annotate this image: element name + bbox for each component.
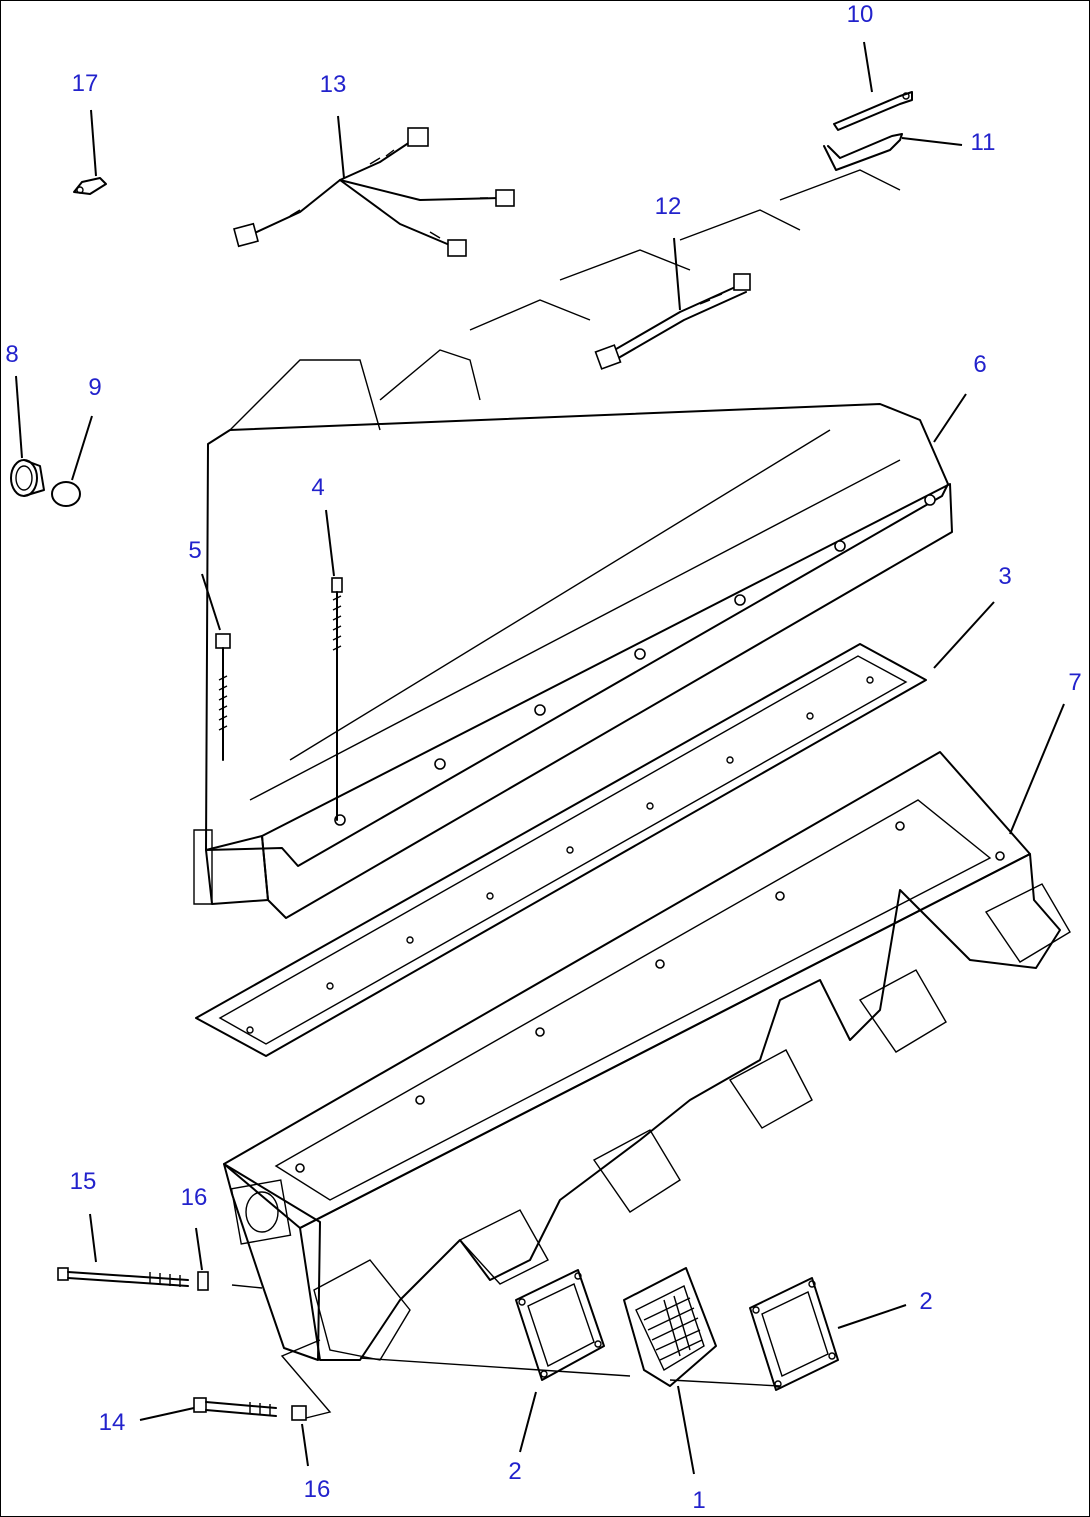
part-2-gasket-left [515,1269,605,1381]
callout-15: 15 [69,1168,97,1195]
callout-6: 6 [973,351,987,378]
callout-11: 11 [970,129,996,156]
part-3-gasket [195,643,927,1057]
callout-16-upper: 16 [180,1184,208,1211]
callout-12: 12 [654,193,682,220]
part-1-core [623,1267,717,1387]
part-11-bracket [823,133,903,171]
part-12-wire [594,273,751,370]
callout-2-right: 2 [919,1288,933,1315]
part-7-manifold [223,751,1071,1361]
callout-14: 14 [98,1409,126,1436]
part-5-bolt [215,633,231,761]
part-15-bolt [57,1267,189,1287]
callout-7: 7 [1068,669,1082,696]
part-16-washer-upper [197,1271,209,1291]
callout-13: 13 [319,71,347,98]
part-8-plug [10,459,45,497]
part-14-bolt [193,1397,277,1417]
callout-4: 4 [311,474,325,501]
callout-5: 5 [188,537,202,564]
callout-10: 10 [846,1,874,28]
part-4-stud [331,577,343,821]
part-13-wire-harness [233,127,515,257]
part-10-strap [833,91,913,131]
part-6-upper-cover [193,169,953,919]
callout-17: 17 [71,70,99,97]
part-17-clip [73,177,107,195]
callout-2-left: 2 [508,1458,522,1485]
part-16-washer-lower [291,1405,307,1421]
callout-3: 3 [998,563,1012,590]
leader-lines [15,41,1065,1475]
part-9-o-ring [51,481,81,507]
callout-16-lower: 16 [303,1476,331,1503]
callout-8: 8 [5,341,19,368]
callout-9: 9 [88,374,102,401]
callout-1: 1 [692,1487,706,1514]
part-2-gasket-right [749,1277,839,1391]
